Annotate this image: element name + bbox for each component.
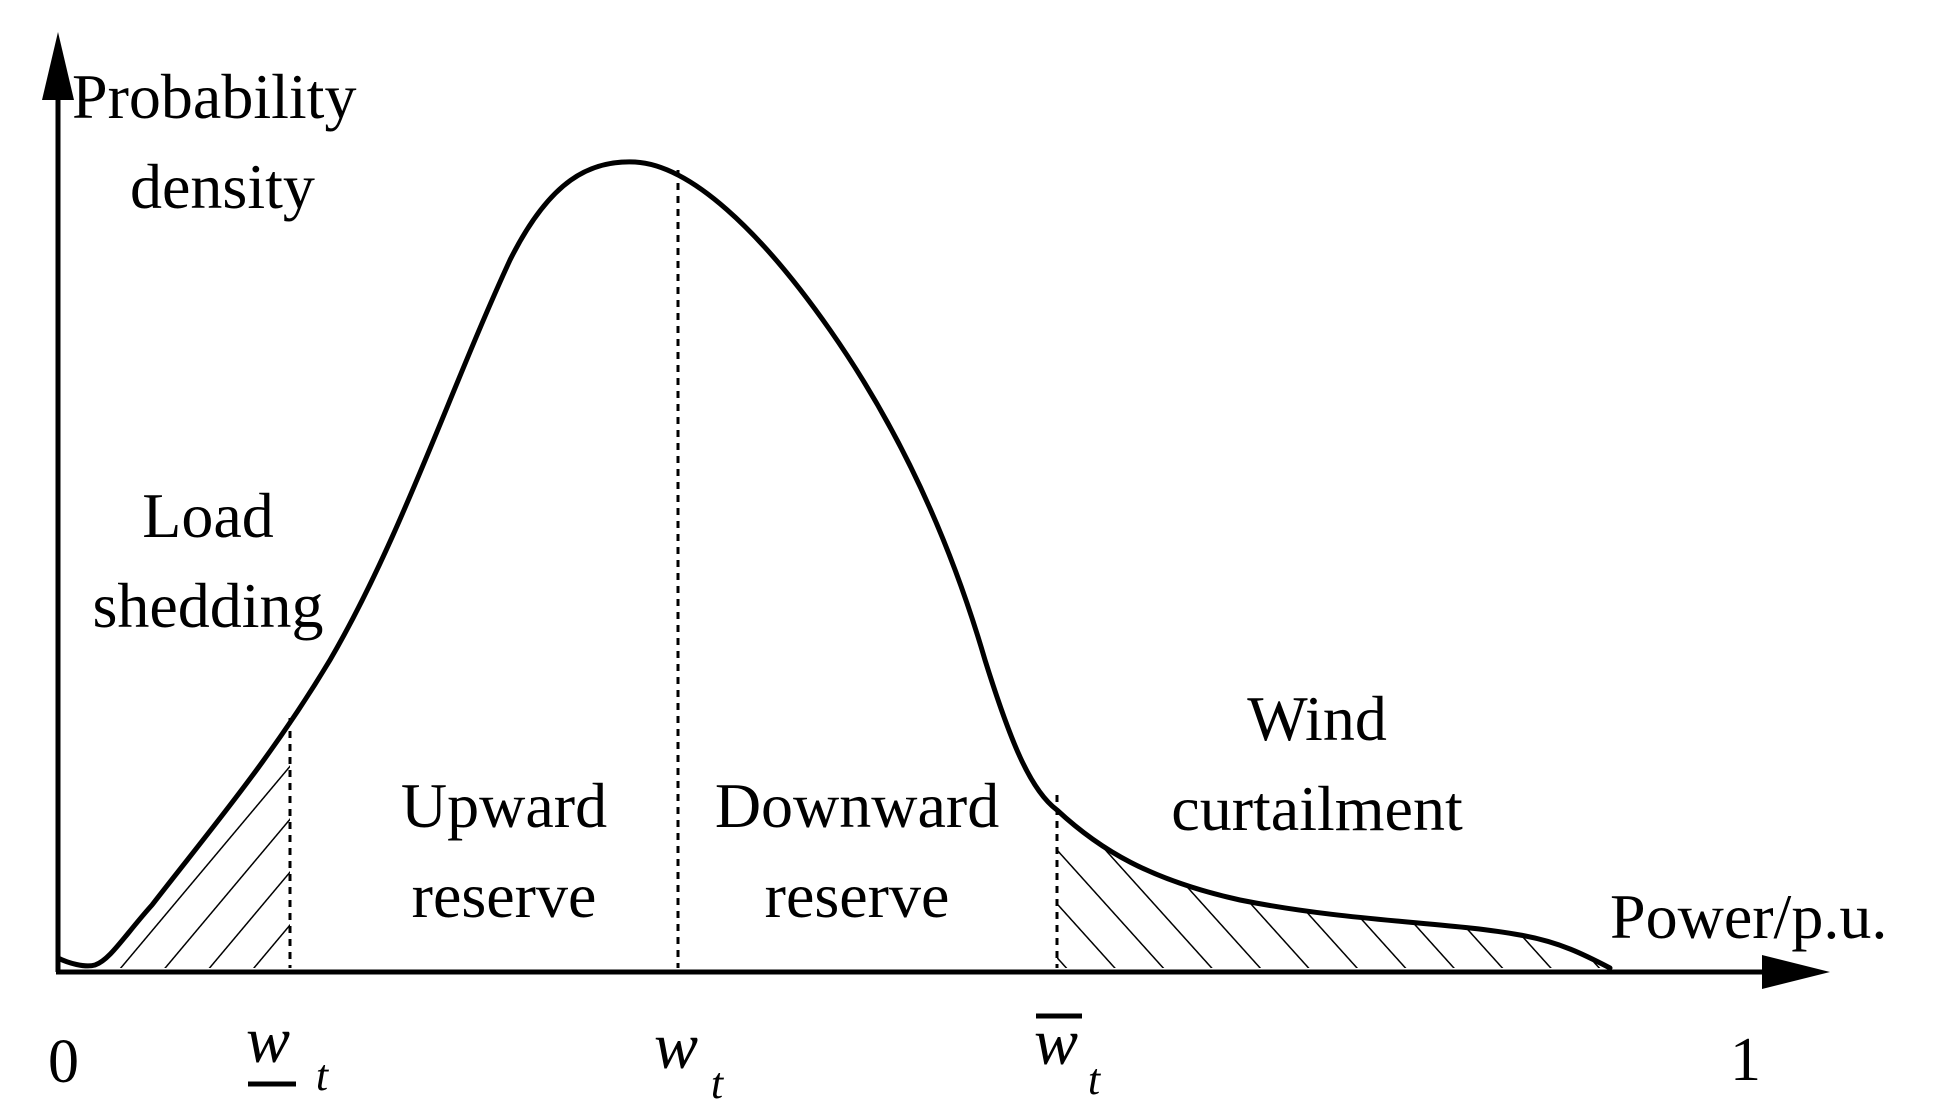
lower-bound-symbol: w t xyxy=(246,1004,330,1100)
y-axis-arrow-icon xyxy=(42,32,74,100)
y-axis-label-line1: Probability xyxy=(72,61,356,132)
y-axis-label-line2: density xyxy=(130,151,315,222)
wind-curtailment-label-line1: Wind xyxy=(1247,683,1387,754)
lower-bound-symbol-subscript: t xyxy=(316,1051,330,1100)
downward-reserve-label-line1: Downward xyxy=(715,770,999,841)
probability-density-curve xyxy=(55,159,1613,971)
forecast-symbol-main: w xyxy=(654,1010,698,1083)
upward-reserve-label-line1: Upward xyxy=(401,770,607,841)
lower-bound-symbol-main: w xyxy=(246,1004,290,1077)
upper-bound-symbol: w t xyxy=(1034,1006,1102,1104)
upward-reserve-label-line2: reserve xyxy=(412,860,597,931)
load-shedding-label-line1: Load xyxy=(142,480,274,551)
x-axis-arrow-icon xyxy=(1762,955,1830,989)
x-tick-zero: 0 xyxy=(48,1028,79,1096)
forecast-symbol-subscript: t xyxy=(711,1059,725,1108)
x-axis-label: Power/p.u. xyxy=(1610,881,1887,952)
x-tick-one: 1 xyxy=(1730,1026,1761,1094)
upper-bound-symbol-subscript: t xyxy=(1088,1055,1102,1104)
load-shedding-label-line2: shedding xyxy=(92,570,323,641)
wind-curtailment-label-line2: curtailment xyxy=(1171,773,1463,844)
forecast-symbol: w t xyxy=(654,1010,725,1108)
downward-reserve-label-line2: reserve xyxy=(765,860,950,931)
